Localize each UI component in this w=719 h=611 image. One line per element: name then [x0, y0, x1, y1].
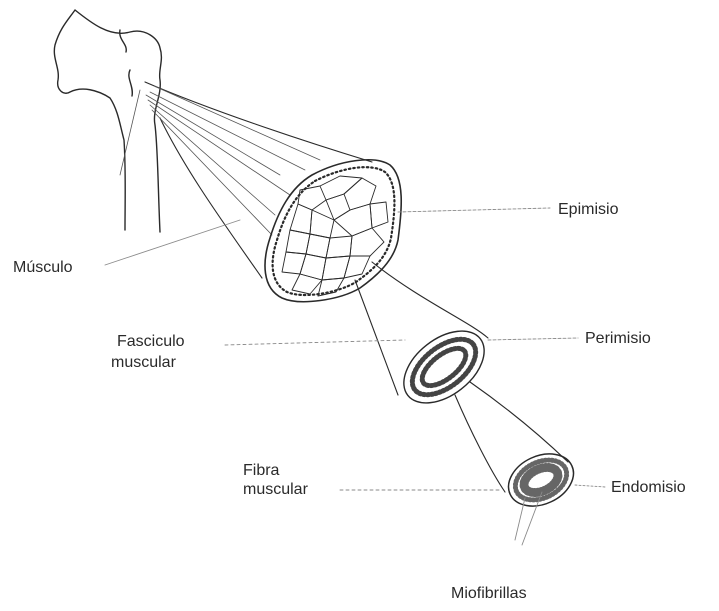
fiber-cone-upper-edge: [470, 382, 568, 462]
fiber-cone-lower-edge: [455, 395, 505, 492]
fascicle-cross-section: [391, 317, 498, 418]
label-fasciculo-line2: muscular: [111, 353, 176, 372]
myofibril-dots-outer: [509, 452, 573, 507]
tendon-fibers: [120, 86, 320, 235]
leader-perimisio: [488, 338, 578, 340]
fascicle-cone-upper-edge: [372, 262, 488, 338]
fiber-cross-section: [500, 444, 582, 516]
fascicle-fibers-fill-inner: [403, 328, 486, 405]
muscle-cross-section: [265, 160, 401, 302]
label-endomisio: Endomisio: [611, 478, 686, 497]
fascicle-cone-lower-edge: [355, 280, 398, 395]
leader-epimisio: [398, 208, 550, 212]
label-epimisio: Epimisio: [558, 200, 618, 219]
label-fasciculo-line1: Fasciculo: [117, 332, 185, 351]
bone-outline: [54, 10, 161, 232]
label-fibra-line1: Fibra: [243, 461, 279, 480]
fascicle-fibers-fill: [416, 342, 472, 393]
label-miofibrillas: Miofibrillas: [451, 584, 527, 603]
label-musculo: Músculo: [13, 258, 73, 277]
label-fibra-line2: muscular: [243, 480, 308, 499]
leader-endomisio: [575, 485, 605, 487]
muscle-cone-upper-edge: [145, 82, 372, 162]
label-perimisio: Perimisio: [585, 329, 651, 348]
